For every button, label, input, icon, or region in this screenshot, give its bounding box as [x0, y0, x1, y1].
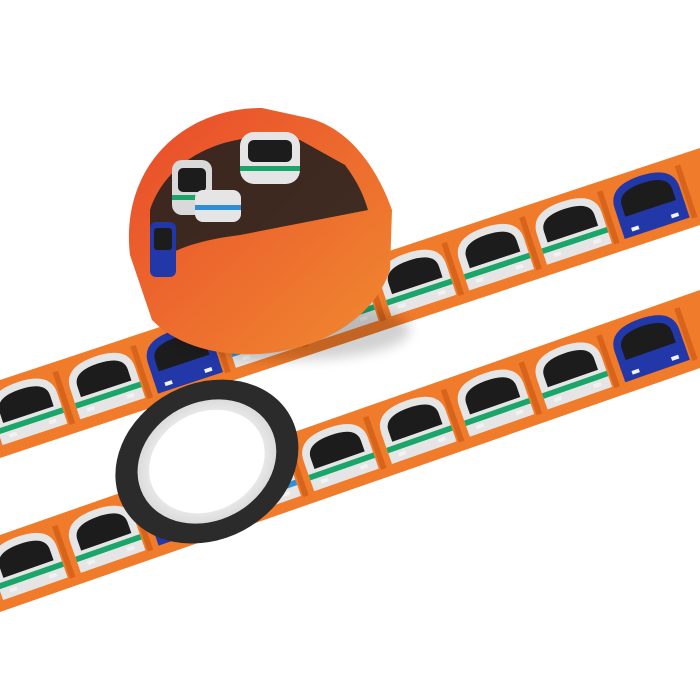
- train-headlight: [592, 238, 602, 245]
- train-headlight: [437, 289, 446, 296]
- train-face: [0, 370, 76, 446]
- train-headlight: [164, 380, 173, 387]
- train-headlight: [397, 302, 407, 309]
- train-headlight: [553, 395, 563, 402]
- train-face: [613, 306, 698, 383]
- tunnel-pillar: [596, 190, 620, 245]
- train-face: [613, 164, 698, 239]
- train-headlight: [670, 354, 680, 361]
- train-headlight: [86, 405, 96, 412]
- tape-roll-train-band: [150, 132, 368, 277]
- train-face: [457, 361, 543, 437]
- train-face: [68, 497, 154, 573]
- tape-roll: [115, 108, 392, 544]
- train-headlight: [515, 263, 524, 270]
- train-face: [535, 190, 620, 265]
- train-headlight: [320, 477, 329, 484]
- train-headlight: [8, 431, 18, 438]
- tunnel-pillar: [52, 370, 76, 425]
- train-headlight: [48, 572, 58, 579]
- train-headlight: [398, 450, 407, 457]
- train-headlight: [282, 490, 291, 497]
- train-headlight: [48, 418, 57, 425]
- tunnel-pillar: [51, 524, 76, 579]
- train-headlight: [87, 559, 96, 566]
- tunnel-pillar: [518, 361, 543, 416]
- train-headlight: [359, 463, 369, 470]
- train-headlight: [9, 586, 18, 593]
- train-face: [302, 415, 387, 492]
- train-headlight: [631, 225, 640, 232]
- tunnel-pillar: [130, 344, 154, 400]
- train-headlight: [475, 277, 484, 284]
- train-headlight: [515, 409, 524, 416]
- train-face: [380, 388, 465, 464]
- train-face: [0, 524, 76, 601]
- tunnel-pillar: [674, 306, 698, 361]
- tunnel-pillar: [441, 241, 465, 296]
- train-face: [535, 334, 620, 410]
- train-headlight: [126, 392, 135, 399]
- tape-roll-core-hole: [149, 409, 265, 514]
- train-headlight: [475, 423, 485, 430]
- tunnel-pillar: [440, 388, 465, 443]
- train-headlight: [670, 212, 680, 219]
- train-headlight: [593, 382, 602, 389]
- train-headlight: [204, 366, 213, 373]
- tunnel-pillar: [596, 334, 620, 389]
- train-headlight: [631, 368, 640, 375]
- train-face: [380, 241, 465, 317]
- train-headlight: [553, 251, 562, 258]
- tunnel-pillar: [362, 415, 387, 470]
- train-headlight: [126, 545, 135, 552]
- tunnel-pillar: [519, 216, 542, 271]
- tunnel-pillar: [674, 164, 698, 219]
- train-face: [457, 216, 542, 291]
- train-headlight: [437, 436, 447, 443]
- train-face: [68, 344, 154, 420]
